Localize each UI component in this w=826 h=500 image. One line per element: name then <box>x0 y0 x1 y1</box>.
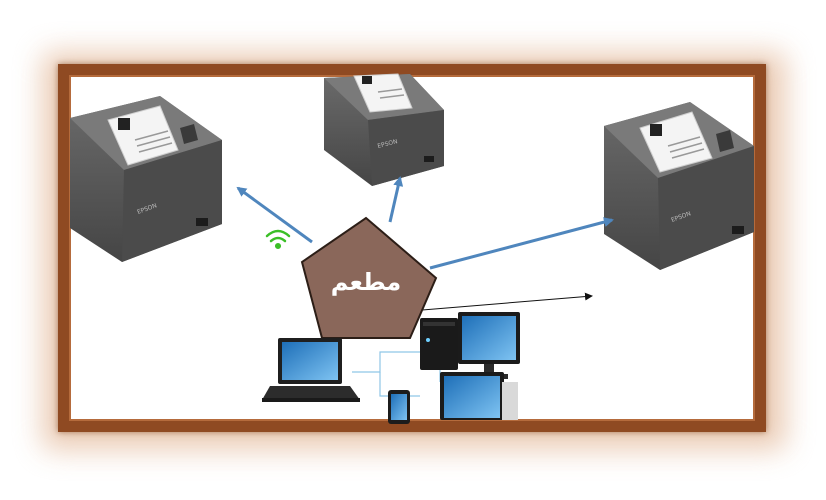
wifi-icon <box>267 231 289 248</box>
arrow-to-right-printer <box>430 220 612 268</box>
printer-left-icon <box>70 96 222 262</box>
desktop-tower-icon <box>420 318 458 370</box>
laptop-icon <box>262 338 360 402</box>
printer-right-icon <box>604 102 754 270</box>
arrow-to-left-printer <box>238 188 312 242</box>
restaurant-label: مطعم <box>331 268 402 296</box>
arrow-to-top-printer <box>390 178 400 222</box>
phone-icon <box>388 390 410 424</box>
monitor-bottom-icon <box>440 372 518 420</box>
monitor-icon <box>458 312 520 379</box>
printer-top-icon <box>324 74 444 186</box>
